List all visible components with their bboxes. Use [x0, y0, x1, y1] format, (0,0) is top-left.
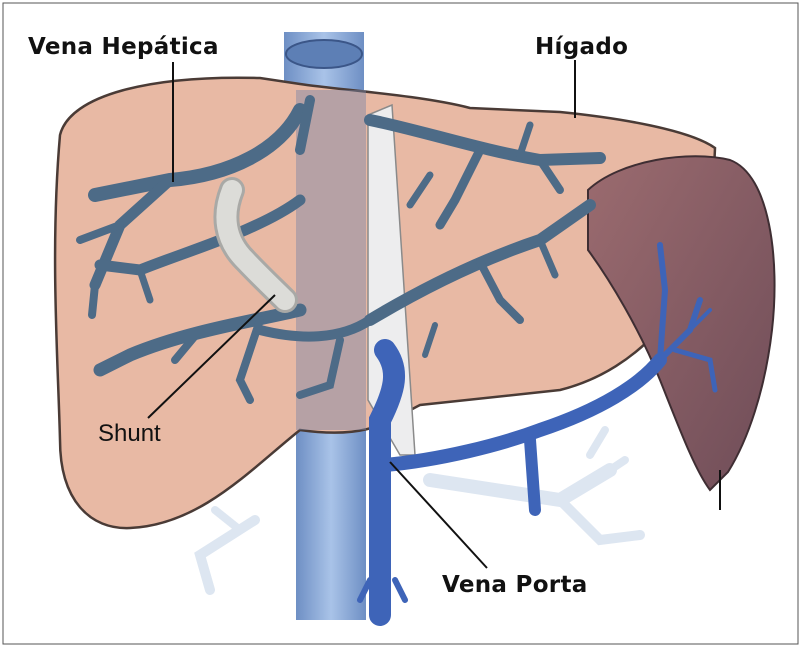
liver-label: Hígado	[535, 36, 628, 59]
shunt-label: Shunt	[98, 422, 161, 446]
portal-vein-label: Vena Porta	[442, 574, 588, 597]
vena-cava-opening	[286, 40, 362, 68]
hepatic-vein-label: Vena Hepática	[28, 36, 219, 59]
vena-cava-lower	[296, 420, 366, 620]
